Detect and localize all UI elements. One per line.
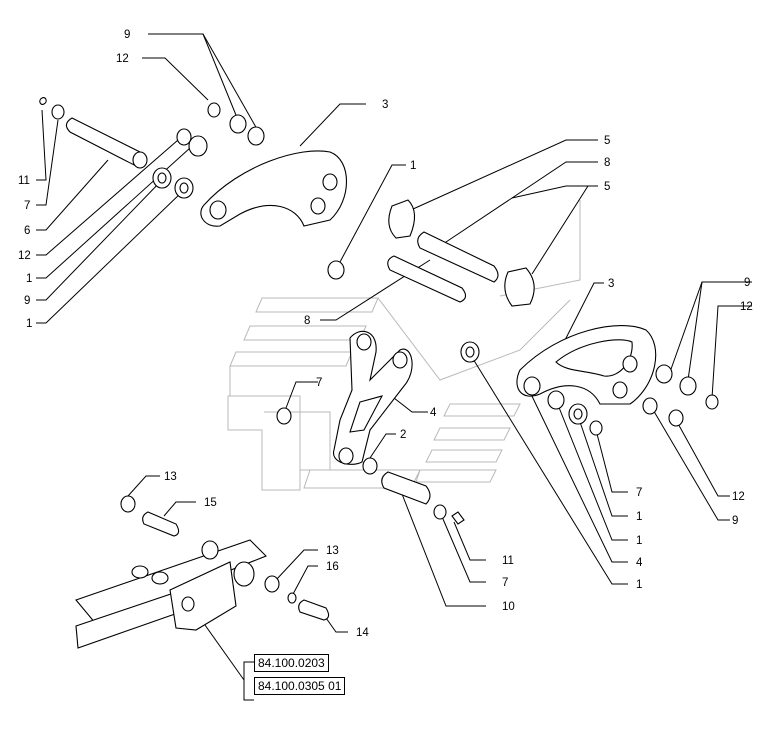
reference-box-1[interactable]: 84.100.0203 [254, 654, 329, 672]
callout: 12 [740, 301, 753, 313]
callout: 2 [400, 429, 406, 441]
callout: 1 [26, 273, 32, 285]
link-4 [333, 330, 413, 465]
callout: 10 [502, 601, 515, 613]
background-ghost-shapes [227, 200, 581, 491]
callout-numbers: 9 12 3 11 7 6 12 1 9 1 1 5 8 5 8 7 4 2 3… [18, 29, 753, 639]
bushing-5-top [388, 199, 416, 239]
callout: 9 [744, 277, 750, 289]
callout: 11 [18, 175, 30, 187]
bracket-3-left [200, 150, 348, 227]
pin-15 [142, 511, 180, 537]
callout: 7 [24, 200, 30, 212]
callout: 16 [326, 561, 339, 573]
callout: 4 [636, 557, 643, 569]
pin-8-bottom [387, 255, 467, 303]
reference-box-2[interactable]: 84.100.0305 01 [254, 677, 346, 695]
grease-nipple-icon [39, 97, 47, 105]
callout: 13 [164, 471, 177, 483]
callout: 1 [636, 535, 642, 547]
callout: 1 [410, 160, 416, 172]
upper-left-assembly [39, 97, 348, 227]
callout: 3 [382, 99, 388, 111]
callout: 7 [316, 377, 322, 389]
center-link-assembly [276, 330, 480, 525]
callout: 5 [604, 135, 610, 147]
callout: 11 [502, 555, 514, 567]
pin-14 [298, 599, 330, 621]
pin-10 [381, 471, 431, 505]
pin-8-top [417, 231, 499, 283]
callout: 12 [18, 250, 31, 262]
leader-lines [36, 33, 752, 701]
callout: 15 [204, 497, 217, 509]
callout: 1 [636, 579, 642, 591]
callout: 6 [24, 225, 30, 237]
callout: 9 [24, 295, 30, 307]
callout: 8 [604, 157, 610, 169]
callout: 13 [326, 545, 339, 557]
bushing-5-bottom [504, 267, 535, 307]
callout: 5 [604, 181, 610, 193]
grease-nipple-icon [451, 511, 465, 525]
callout: 12 [732, 491, 745, 503]
callout: 3 [608, 278, 614, 290]
boom-plate [169, 561, 237, 631]
callout: 1 [636, 511, 642, 523]
callout: 1 [26, 318, 32, 330]
center-pins [327, 199, 535, 307]
callout: 4 [430, 407, 437, 419]
callout: 7 [502, 577, 508, 589]
callout: 9 [124, 29, 130, 41]
callout: 7 [636, 487, 642, 499]
right-assembly [516, 325, 719, 436]
callout: 12 [116, 53, 129, 65]
callout: 14 [356, 627, 369, 639]
callout: 8 [304, 315, 310, 327]
boom-assembly [75, 495, 330, 649]
callout: 9 [732, 515, 738, 527]
